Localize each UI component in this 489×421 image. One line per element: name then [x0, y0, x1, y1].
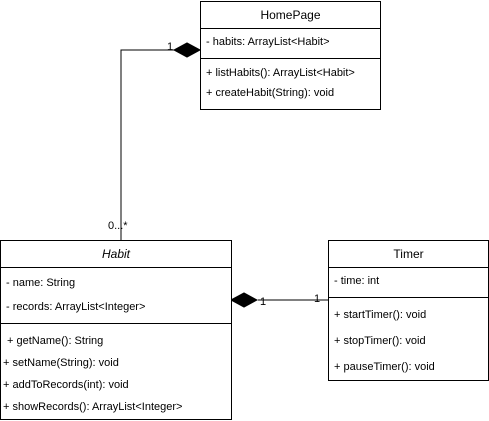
multiplicity-habit-timer-part: 1 [314, 293, 321, 305]
multiplicity-habit-timer-whole: 1 [260, 296, 267, 308]
timer-class-name: Timer [329, 241, 488, 268]
multiplicity-homepage-end: 1 [167, 41, 174, 53]
timer-attribute: - time: int [334, 275, 380, 287]
homepage-methods: + listHabits(): ArrayList<Habit> + creat… [201, 59, 380, 103]
homepage-method: + createHabit(String): void [206, 87, 335, 99]
composition-diamond-homepage [172, 42, 202, 58]
homepage-method: + listHabits(): ArrayList<Habit> [206, 67, 355, 79]
habit-methods: + getName(): String + setName(String): v… [1, 324, 231, 418]
homepage-attribute: - habits: ArrayList<Habit> [206, 36, 330, 48]
habit-class[interactable]: Habit - name: String - records: ArrayLis… [0, 240, 232, 420]
homepage-class[interactable]: HomePage - habits: ArrayList<Habit> + li… [200, 1, 381, 110]
composition-diamond-habit [229, 292, 259, 308]
habit-attribute: - records: ArrayList<Integer> [6, 301, 146, 313]
habit-class-name: Habit [1, 241, 231, 268]
composition-line-homepage-habit [120, 49, 174, 240]
homepage-class-name: HomePage [201, 2, 380, 29]
timer-attributes: - time: int [329, 268, 488, 298]
timer-class[interactable]: Timer - time: int + startTimer(): void +… [328, 240, 489, 381]
timer-method: + stopTimer(): void [334, 335, 426, 347]
homepage-attributes: - habits: ArrayList<Habit> [201, 29, 380, 59]
timer-method: + pauseTimer(): void [334, 361, 435, 373]
habit-attribute: - name: String [6, 277, 76, 289]
timer-method: + startTimer(): void [334, 309, 427, 321]
timer-methods: + startTimer(): void + stopTimer(): void… [329, 298, 488, 380]
habit-method: + addToRecords(int): void [3, 379, 129, 391]
habit-method: + getName(): String [7, 335, 104, 347]
habit-method: + setName(String): void [3, 357, 119, 369]
multiplicity-habit-end: 0...* [108, 220, 128, 232]
habit-method: + showRecords(): ArrayList<Integer> [3, 401, 183, 413]
habit-attributes: - name: String - records: ArrayList<Inte… [1, 268, 231, 324]
